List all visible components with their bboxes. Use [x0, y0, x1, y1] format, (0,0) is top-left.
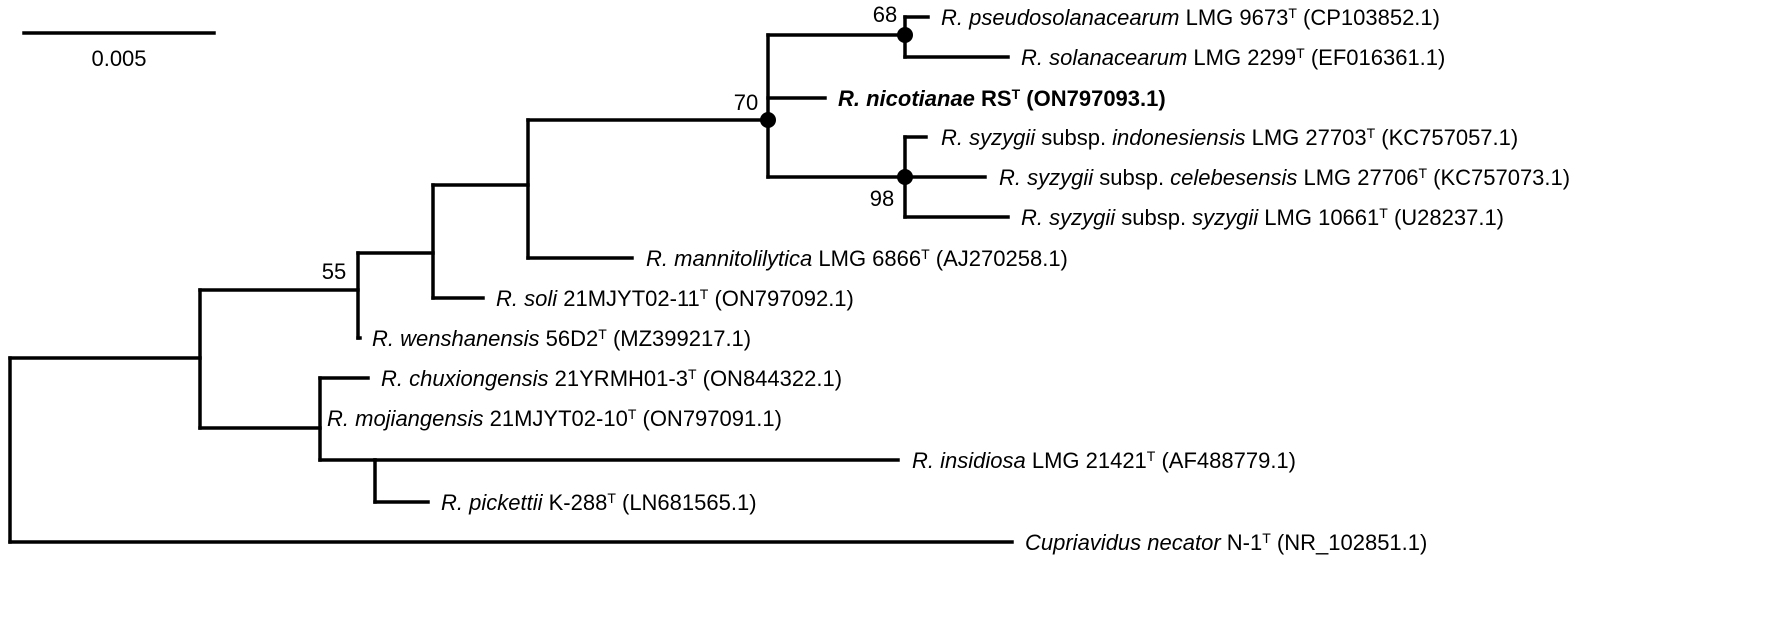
taxon-label-insidiosa: R. insidiosa LMG 21421T (AF488779.1) — [912, 448, 1296, 473]
taxon-accession: (U28237.1) — [1388, 205, 1504, 230]
taxon-name: R. syzygii — [1021, 205, 1116, 230]
taxon-strain: N-1 — [1221, 530, 1263, 555]
type-strain-marker: T — [1379, 205, 1388, 221]
scale-bar-label: 0.005 — [91, 46, 146, 71]
taxon-strain: LMG 27706 — [1297, 165, 1418, 190]
taxon-name: Cupriavidus necator — [1025, 530, 1222, 555]
taxon-name: R. wenshanensis — [372, 326, 540, 351]
taxon-label-nicotianae: R. nicotianae RST (ON797093.1) — [838, 86, 1166, 111]
taxon-strain: K-288 — [542, 490, 607, 515]
type-strain-marker: T — [688, 366, 697, 382]
taxon-accession: (CP103852.1) — [1297, 5, 1440, 30]
taxon-label-chuxiongensis: R. chuxiongensis 21YRMH01-3T (ON844322.1… — [381, 366, 842, 391]
taxon-rank: subsp. — [1115, 205, 1192, 230]
node-68-dot — [897, 27, 913, 43]
type-strain-marker: T — [1147, 448, 1156, 464]
bootstrap-68: 68 — [873, 2, 897, 27]
taxon-accession: (LN681565.1) — [616, 490, 757, 515]
taxon-strain: 21MJYT02-11 — [557, 286, 700, 311]
taxon-accession: (ON797093.1) — [1020, 86, 1166, 111]
taxon-label-solanacearum: R. solanacearum LMG 2299T (EF016361.1) — [1021, 45, 1445, 70]
node-98-dot — [897, 169, 913, 185]
taxon-accession: (ON797092.1) — [708, 286, 854, 311]
taxon-label-cupriavidus: Cupriavidus necator N-1T (NR_102851.1) — [1025, 530, 1427, 555]
taxon-strain: LMG 9673 — [1179, 5, 1288, 30]
taxon-name: R. chuxiongensis — [381, 366, 549, 391]
taxon-subspecies: celebesensis — [1170, 165, 1297, 190]
taxon-label-pickettii: R. pickettii K-288T (LN681565.1) — [441, 490, 757, 515]
taxon-accession: (ON797091.1) — [636, 406, 782, 431]
type-strain-marker: T — [1296, 45, 1305, 61]
type-strain-marker: T — [1012, 86, 1021, 102]
taxon-rank: subsp. — [1035, 125, 1112, 150]
taxon-strain: LMG 10661 — [1258, 205, 1379, 230]
taxon-accession: (MZ399217.1) — [607, 326, 751, 351]
taxon-strain: 21MJYT02-10 — [484, 406, 628, 431]
taxon-strain: LMG 6866 — [812, 246, 921, 271]
taxon-label-indonesiensis: R. syzygii subsp. indonesiensis LMG 2770… — [941, 125, 1518, 150]
taxon-name: R. insidiosa — [912, 448, 1026, 473]
taxon-strain: 21YRMH01-3 — [549, 366, 688, 391]
taxon-accession: (KC757073.1) — [1427, 165, 1570, 190]
type-strain-marker: T — [628, 406, 637, 422]
taxon-name: R. mannitolilytica — [646, 246, 812, 271]
type-strain-marker: T — [1288, 5, 1297, 21]
taxon-accession: (NR_102851.1) — [1271, 530, 1428, 555]
type-strain-marker: T — [1262, 530, 1271, 546]
taxon-label-pseudosolanacearum: R. pseudosolanacearum LMG 9673T (CP10385… — [941, 5, 1440, 30]
taxon-strain: LMG 27703 — [1245, 125, 1366, 150]
taxon-rank: subsp. — [1093, 165, 1170, 190]
taxon-accession: (EF016361.1) — [1305, 45, 1446, 70]
taxon-label-mannitolilytica: R. mannitolilytica LMG 6866T (AJ270258.1… — [646, 246, 1068, 271]
taxon-label-wenshanensis: R. wenshanensis 56D2T (MZ399217.1) — [372, 326, 751, 351]
taxon-accession: (KC757057.1) — [1375, 125, 1518, 150]
taxon-subspecies: indonesiensis — [1112, 125, 1245, 150]
taxon-name: R. nicotianae — [838, 86, 975, 111]
taxon-name: R. pseudosolanacearum — [941, 5, 1179, 30]
taxon-accession: (ON844322.1) — [697, 366, 843, 391]
taxon-name: R. mojiangensis — [327, 406, 484, 431]
taxon-strain: RS — [975, 86, 1012, 111]
taxon-name: R. syzygii — [941, 125, 1036, 150]
type-strain-marker: T — [598, 326, 607, 342]
taxon-name: R. pickettii — [441, 490, 544, 515]
taxon-name: R. solanacearum — [1021, 45, 1187, 70]
taxon-label-syzygii: R. syzygii subsp. syzygii LMG 10661T (U2… — [1021, 205, 1504, 230]
taxon-subspecies: syzygii — [1192, 205, 1259, 230]
taxon-name: R. syzygii — [999, 165, 1094, 190]
node-70-dot — [760, 112, 776, 128]
type-strain-marker: T — [1418, 165, 1427, 181]
type-strain-marker: T — [1367, 125, 1376, 141]
bootstrap-98: 98 — [870, 186, 894, 211]
taxon-label-soli: R. soli 21MJYT02-11T (ON797092.1) — [496, 286, 854, 311]
taxon-accession: (AJ270258.1) — [930, 246, 1068, 271]
taxon-strain: 56D2 — [540, 326, 599, 351]
type-strain-marker: T — [921, 246, 930, 262]
taxon-accession: (AF488779.1) — [1155, 448, 1296, 473]
taxon-name: R. soli — [496, 286, 558, 311]
bootstrap-55: 55 — [322, 259, 346, 284]
type-strain-marker: T — [607, 490, 616, 506]
taxon-strain: LMG 21421 — [1026, 448, 1147, 473]
taxon-strain: LMG 2299 — [1187, 45, 1296, 70]
taxon-label-celebesensis: R. syzygii subsp. celebesensis LMG 27706… — [999, 165, 1570, 190]
type-strain-marker: T — [700, 286, 709, 302]
bootstrap-70: 70 — [734, 90, 758, 115]
taxon-label-mojiangensis: R. mojiangensis 21MJYT02-10T (ON797091.1… — [327, 406, 782, 431]
